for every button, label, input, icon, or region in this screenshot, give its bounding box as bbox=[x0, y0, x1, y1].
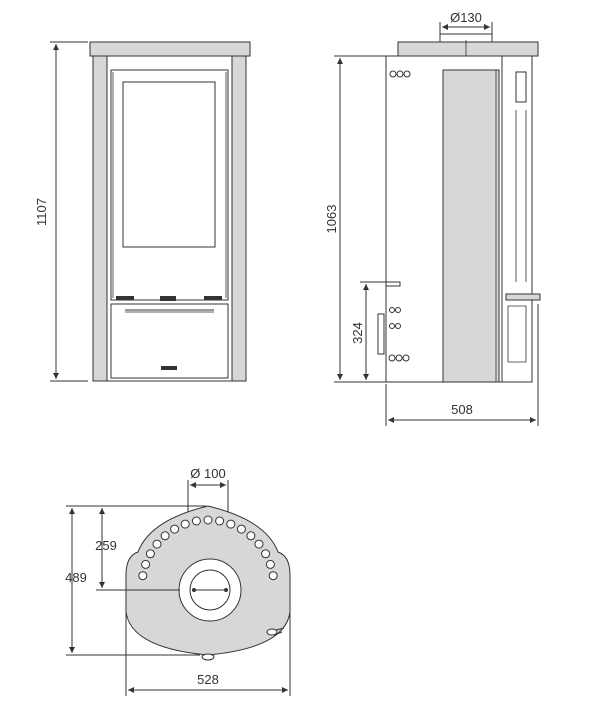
front-left-column bbox=[92, 55, 108, 382]
vent-hole bbox=[145, 549, 155, 559]
side-control-knob bbox=[389, 70, 397, 78]
front-view: 1107 bbox=[34, 41, 251, 382]
side-view: Ø130 1063 bbox=[324, 10, 541, 426]
vent-hole bbox=[138, 571, 148, 581]
side-depth-label: 508 bbox=[451, 402, 473, 417]
vent-hole bbox=[191, 516, 201, 526]
vent-hole bbox=[265, 559, 275, 569]
vent-hole bbox=[180, 519, 190, 529]
front-logo-badge bbox=[161, 366, 177, 370]
side-rear-panel bbox=[501, 55, 533, 383]
vent-hole bbox=[152, 539, 162, 549]
side-height-label: 1063 bbox=[324, 205, 339, 234]
front-storage-compartment bbox=[110, 303, 229, 379]
vent-hole bbox=[268, 571, 278, 581]
top-view-front-knob bbox=[201, 653, 215, 661]
front-door-handle bbox=[160, 296, 176, 301]
side-flue-label: Ø130 bbox=[450, 10, 482, 25]
front-door-hinge-right bbox=[204, 296, 222, 300]
vent-hole bbox=[254, 539, 264, 549]
vent-hole bbox=[215, 516, 225, 526]
top-width-label: 528 bbox=[197, 672, 219, 687]
side-inlet-height-label: 324 bbox=[350, 322, 365, 344]
front-door-glass bbox=[122, 81, 216, 248]
front-top-plate bbox=[89, 41, 251, 57]
side-top-plate bbox=[397, 41, 539, 57]
top-view-handle bbox=[266, 628, 278, 636]
vent-hole bbox=[226, 519, 236, 529]
front-height-label: 1107 bbox=[34, 198, 49, 226]
vent-hole bbox=[203, 515, 213, 525]
vent-hole bbox=[236, 524, 246, 534]
front-door-hinge-left bbox=[116, 296, 134, 300]
front-right-column bbox=[231, 55, 247, 382]
vent-hole bbox=[160, 531, 170, 541]
side-cladding-panel bbox=[442, 69, 500, 383]
top-view-vent-ring bbox=[138, 515, 278, 581]
vent-hole bbox=[261, 549, 271, 559]
vent-hole bbox=[141, 559, 151, 569]
top-flue-offset-label: 259 bbox=[95, 538, 117, 553]
vent-hole bbox=[246, 531, 256, 541]
top-air-inlet-label: Ø 100 bbox=[190, 466, 225, 481]
top-depth-label: 489 bbox=[65, 570, 87, 585]
top-view: Ø 100 259 489 528 bbox=[65, 466, 291, 696]
vent-hole bbox=[170, 524, 180, 534]
